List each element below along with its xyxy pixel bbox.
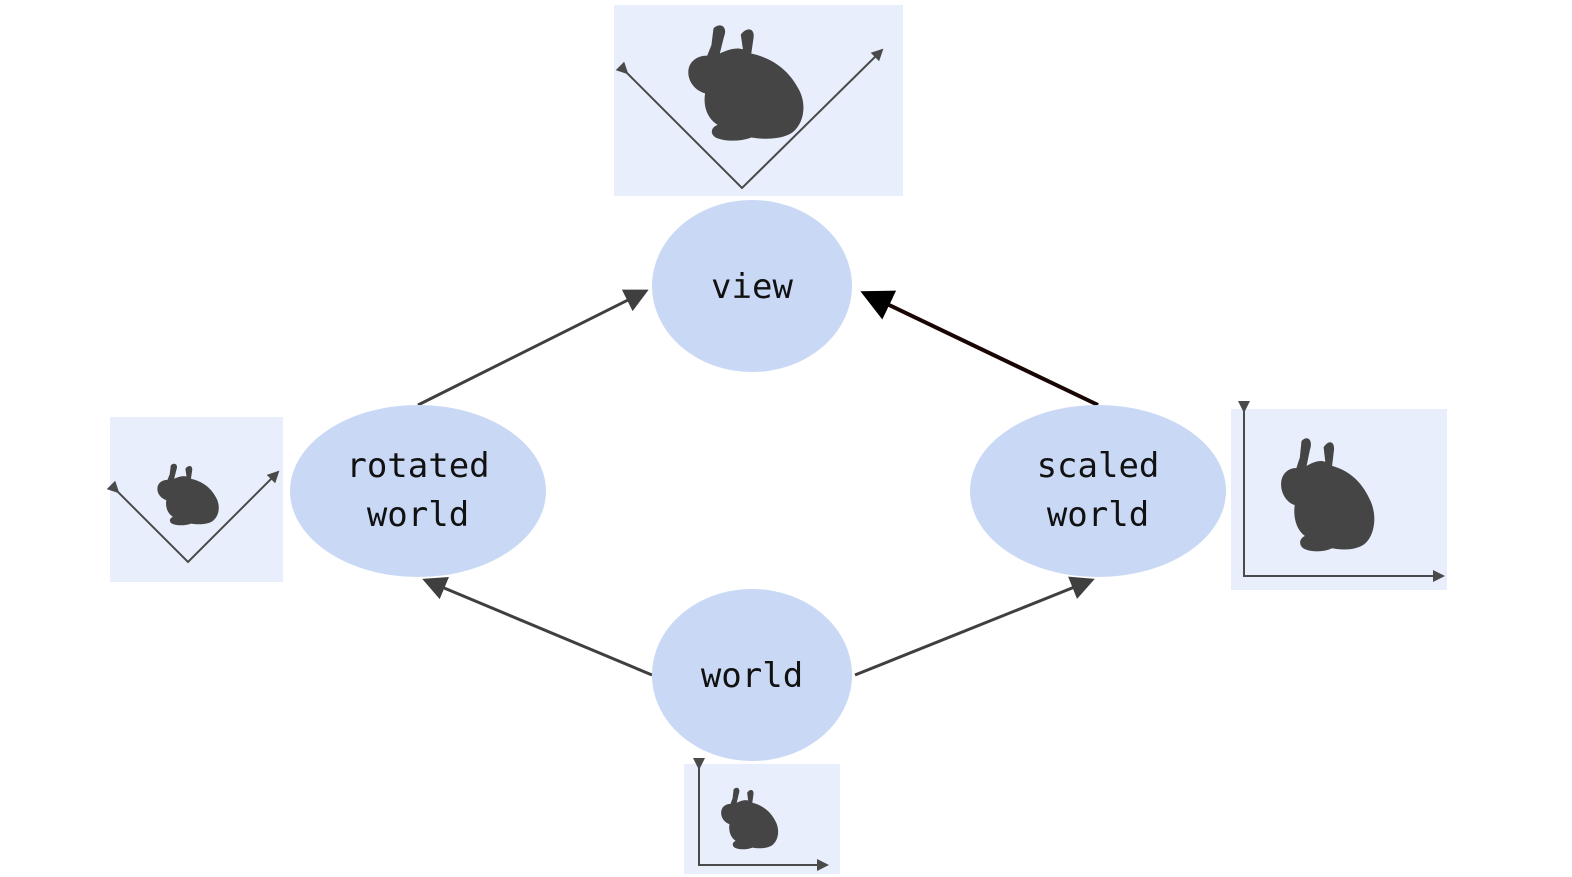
panel-view-axes [615,48,884,190]
node-view-label: view [711,267,793,307]
node-rotated-world: rotated world [290,405,546,577]
panel-scaled-world-axes [1238,401,1445,582]
node-scaled-world-label-line1: scaled [1037,446,1160,486]
panel-rotated-world-axes [106,470,280,564]
node-rotated-world-label-line2: world [367,495,469,535]
edge-rotated-world-to-view [417,289,649,407]
node-rotated-world-label-line1: rotated [346,446,489,486]
node-rotated-world-shape [290,405,546,577]
panel-world-axes [693,758,829,871]
panel-view [614,5,903,196]
node-view: view [652,200,852,372]
edge-world-to-rotated-world [422,577,653,677]
node-world-shape [652,589,852,761]
node-view-shape [652,200,852,372]
node-scaled-world-shape [970,405,1226,577]
edge-scaled-world-to-view [860,290,1099,407]
node-scaled-world: scaled world [970,405,1226,577]
node-scaled-world-label-line2: world [1047,495,1149,535]
panel-scaled-world [1231,401,1447,590]
node-world: world [652,589,852,761]
edges [417,289,1099,677]
panel-rotated-world [106,417,283,582]
node-world-label: world [701,656,803,696]
edge-world-to-scaled-world [854,576,1095,677]
panel-world [684,758,840,874]
